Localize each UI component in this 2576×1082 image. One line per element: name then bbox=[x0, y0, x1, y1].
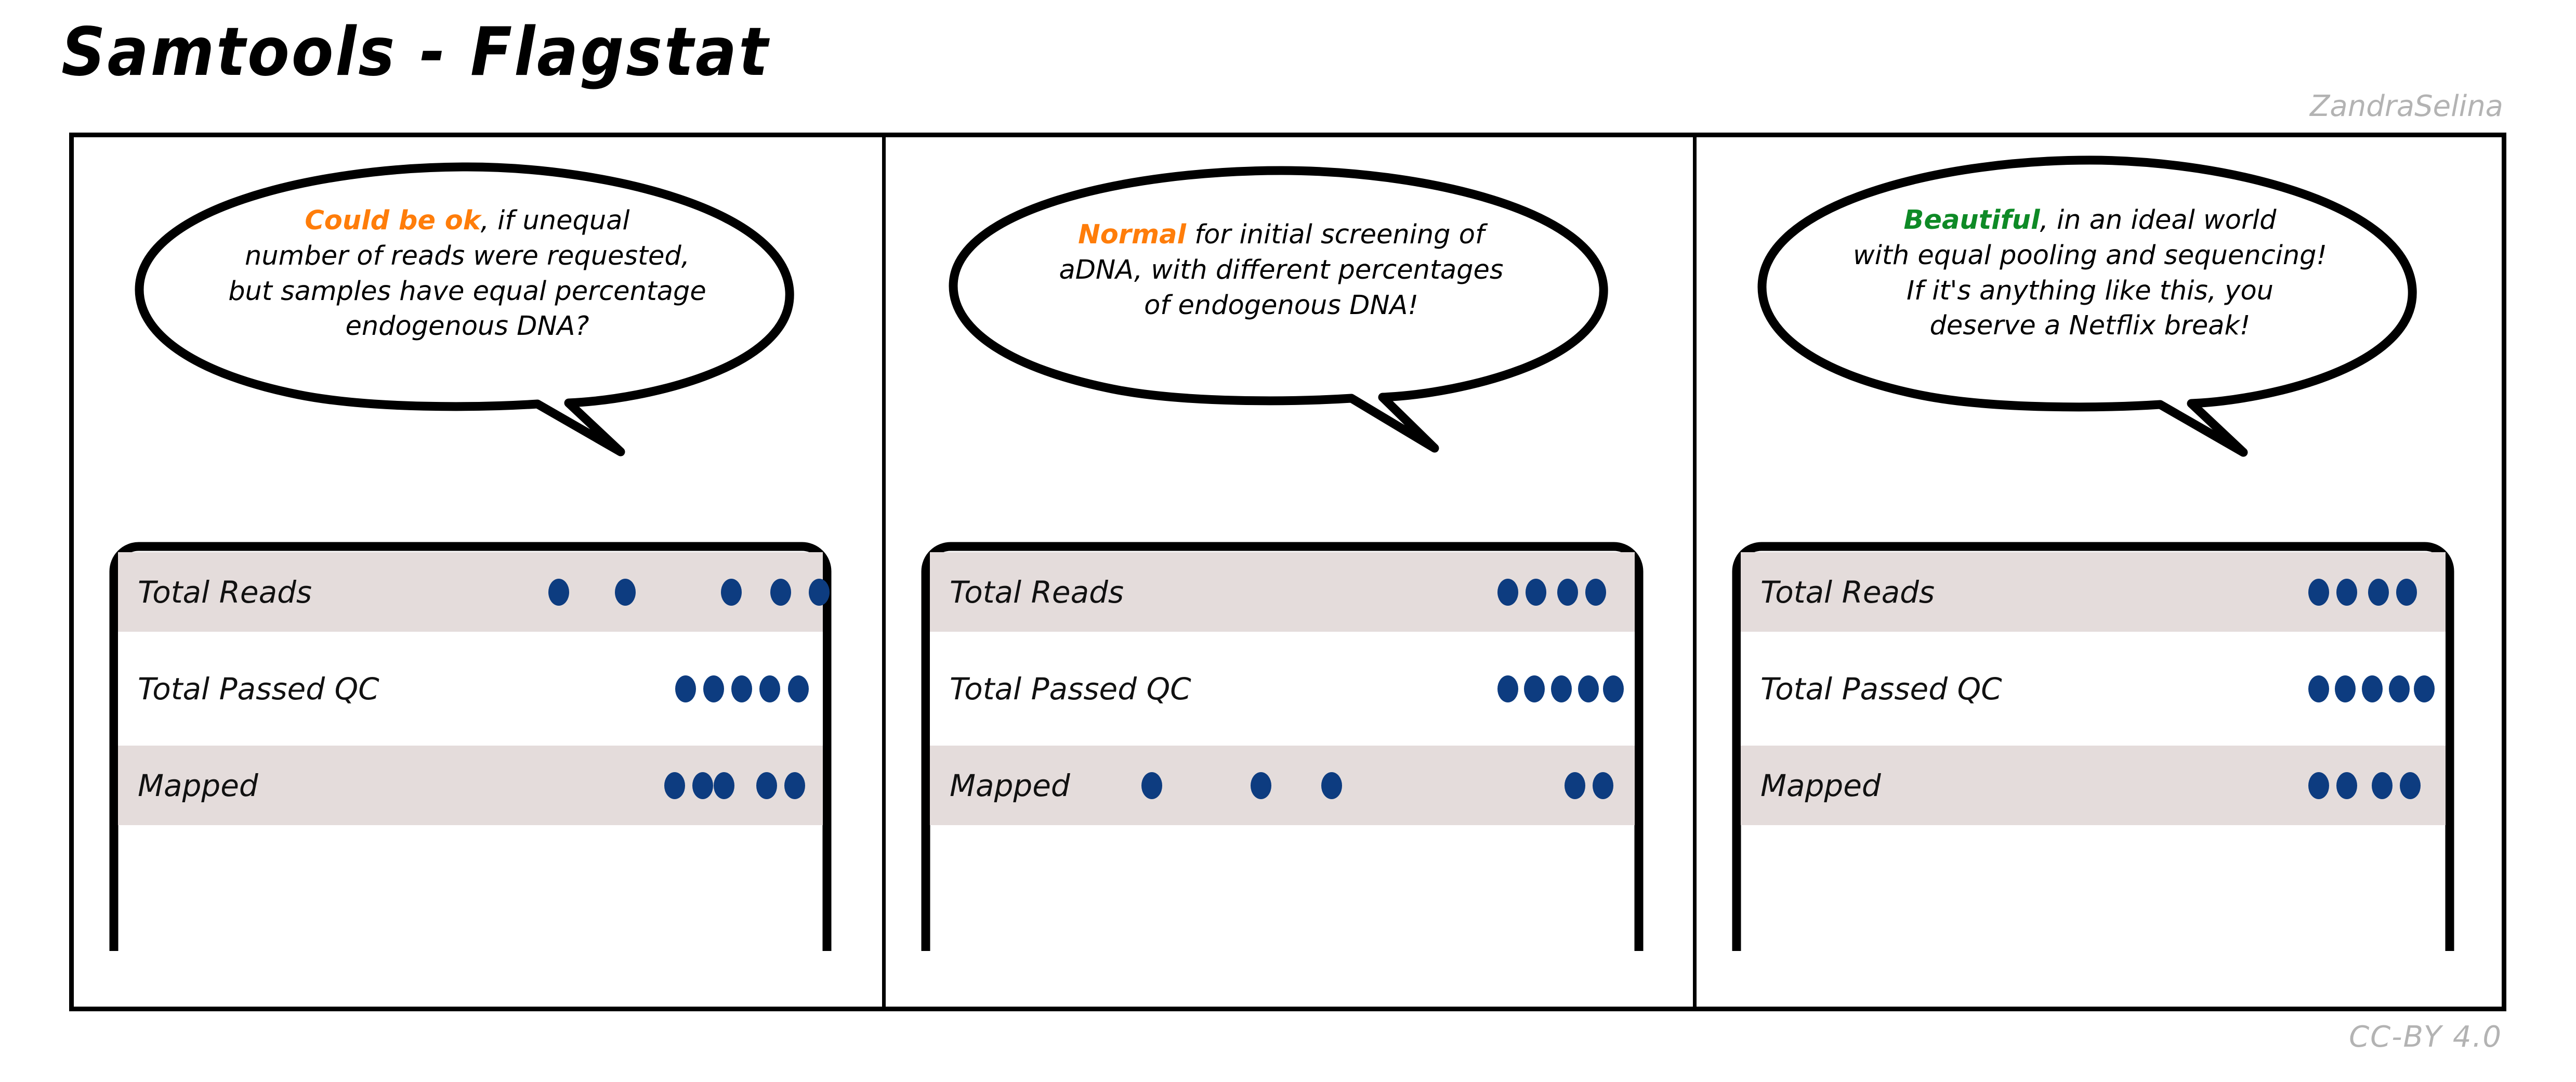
sample-dot bbox=[1603, 675, 1624, 702]
stat-card-2: Total Reads Total Passed QC Mapped bbox=[918, 540, 1646, 951]
row-spacer bbox=[1741, 632, 2446, 649]
sample-dot bbox=[2368, 578, 2389, 606]
sample-dot bbox=[1251, 772, 1272, 799]
sample-dot bbox=[664, 772, 686, 799]
sample-dot bbox=[1141, 772, 1163, 799]
sample-dot bbox=[1578, 675, 1599, 702]
sample-dot bbox=[2308, 772, 2329, 799]
sample-dot bbox=[2400, 772, 2421, 799]
dot-field bbox=[1741, 649, 2446, 728]
author-credit: ZandraSelina bbox=[2310, 89, 2503, 123]
sample-dot bbox=[2335, 675, 2356, 702]
sample-dot bbox=[756, 772, 777, 799]
sample-dot bbox=[2336, 772, 2358, 799]
sample-dot bbox=[703, 675, 724, 702]
sample-dot bbox=[1550, 675, 1572, 702]
sample-dot bbox=[548, 578, 569, 606]
bubble-2-highlight: Normal bbox=[1078, 219, 1186, 250]
dot-field bbox=[1741, 552, 2446, 632]
sample-dot bbox=[1585, 578, 1607, 606]
table-row[interactable]: Mapped bbox=[118, 746, 823, 825]
sample-dot bbox=[1524, 675, 1545, 702]
sample-dot bbox=[2308, 578, 2329, 606]
sample-dot bbox=[720, 578, 742, 606]
row-label: Mapped bbox=[950, 767, 1070, 803]
sample-dot bbox=[784, 772, 805, 799]
sample-dot bbox=[675, 675, 696, 702]
sample-dot bbox=[714, 772, 735, 799]
table-row[interactable]: Total Reads bbox=[1741, 552, 2446, 632]
row-label: Total Passed QC bbox=[1760, 671, 2002, 707]
sample-dot bbox=[1497, 578, 1518, 606]
sample-dot bbox=[2308, 675, 2329, 702]
table-row[interactable]: Total Reads bbox=[930, 552, 1635, 632]
row-label: Total Reads bbox=[950, 574, 1124, 610]
sample-dot bbox=[2371, 772, 2393, 799]
row-label: Total Passed QC bbox=[138, 671, 379, 707]
dot-field bbox=[930, 649, 1635, 728]
panel-divider-2 bbox=[1693, 137, 1697, 1007]
sample-dot bbox=[2361, 675, 2383, 702]
table-row[interactable]: Mapped bbox=[1741, 746, 2446, 825]
row-spacer bbox=[118, 632, 823, 649]
sample-dot bbox=[809, 578, 830, 606]
page-title: Samtools - Flagstat bbox=[61, 14, 770, 91]
sample-dot bbox=[2388, 675, 2410, 702]
sample-dot bbox=[615, 578, 636, 606]
row-label: Total Reads bbox=[1760, 574, 1935, 610]
sample-dot bbox=[1321, 772, 1342, 799]
bubble-1-highlight: Could be ok bbox=[305, 205, 481, 236]
stat-card-3: Total Reads Total Passed QC Mapped bbox=[1729, 540, 2457, 951]
sample-dot bbox=[1557, 578, 1579, 606]
stat-card-1: Total Reads Total Passed QC Mapped bbox=[107, 540, 834, 951]
sample-dot bbox=[1497, 675, 1518, 702]
row-label: Total Passed QC bbox=[950, 671, 1191, 707]
row-spacer bbox=[1741, 728, 2446, 746]
row-label: Mapped bbox=[1760, 767, 1881, 803]
row-spacer bbox=[930, 728, 1635, 746]
sample-dot bbox=[692, 772, 714, 799]
row-spacer bbox=[930, 632, 1635, 649]
dot-field bbox=[1741, 746, 2446, 825]
dot-field bbox=[118, 649, 823, 728]
sample-dot bbox=[770, 578, 791, 606]
dot-field bbox=[930, 552, 1635, 632]
dot-field bbox=[118, 552, 830, 632]
table-row[interactable]: Mapped bbox=[930, 746, 1635, 825]
sample-dot bbox=[2336, 578, 2358, 606]
panel-divider-1 bbox=[882, 137, 886, 1007]
sample-dot bbox=[1526, 578, 1547, 606]
sample-dot bbox=[787, 675, 809, 702]
dot-field bbox=[118, 746, 823, 825]
sample-dot bbox=[731, 675, 753, 702]
sample-dot bbox=[2396, 578, 2417, 606]
row-label: Mapped bbox=[138, 767, 258, 803]
bubble-3-highlight: Beautiful bbox=[1903, 205, 2040, 236]
sample-dot bbox=[1592, 772, 1613, 799]
table-row[interactable]: Total Passed QC bbox=[118, 649, 823, 728]
sample-dot bbox=[759, 675, 781, 702]
row-spacer bbox=[118, 728, 823, 746]
sample-dot bbox=[2414, 675, 2435, 702]
table-row[interactable]: Total Passed QC bbox=[1741, 649, 2446, 728]
table-row[interactable]: Total Reads bbox=[118, 552, 830, 632]
table-row[interactable]: Total Passed QC bbox=[930, 649, 1635, 728]
sample-dot bbox=[1564, 772, 1585, 799]
row-label: Total Reads bbox=[138, 574, 312, 610]
license-credit: CC-BY 4.0 bbox=[2349, 1020, 2502, 1054]
dot-field bbox=[930, 746, 1635, 825]
